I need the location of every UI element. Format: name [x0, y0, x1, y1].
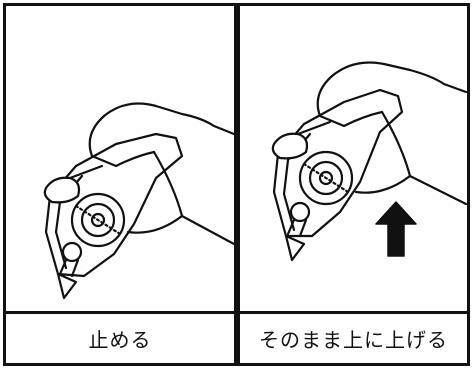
hand-tape-illustration-right: [240, 6, 467, 314]
hand-holding-correction-tape-icon: [43, 102, 234, 300]
hand-tape-illustration-left: [6, 6, 234, 314]
hand-holding-correction-tape-icon: [271, 61, 467, 262]
up-arrow-icon: [375, 201, 417, 257]
caption-stop: 止める: [6, 311, 234, 363]
panel-lift-up: そのまま上に上げる: [237, 6, 467, 363]
panel-stop: 止める: [6, 6, 237, 363]
caption-lift-up: そのまま上に上げる: [240, 311, 467, 363]
instruction-diagram: 止める: [3, 3, 470, 366]
